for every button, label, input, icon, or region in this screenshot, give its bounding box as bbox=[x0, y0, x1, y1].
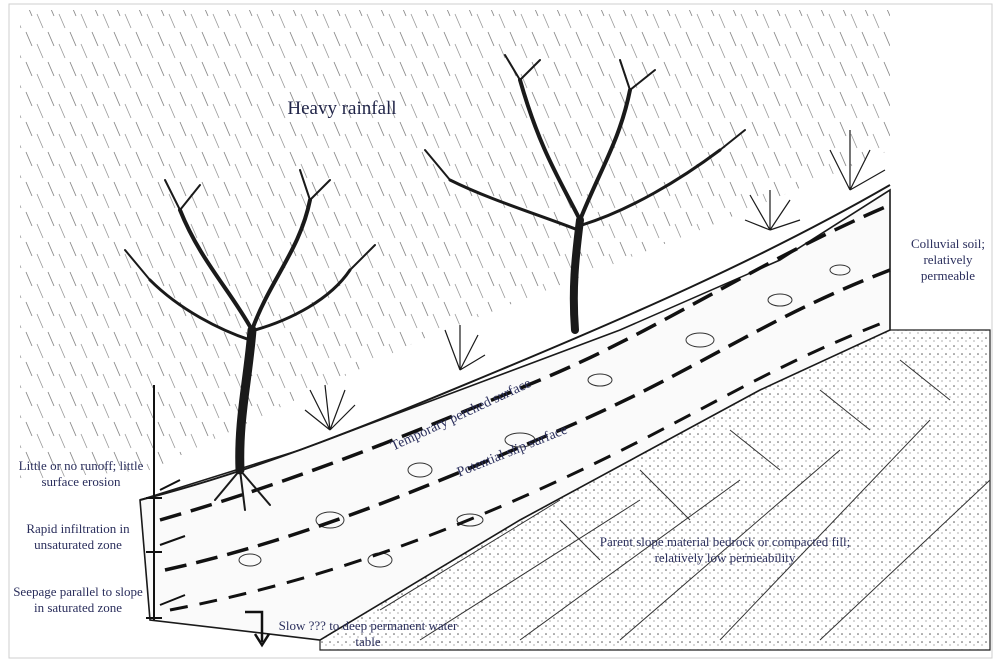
heavy-rainfall-label: Heavy rainfall bbox=[262, 98, 422, 120]
slow-percolation-label: Slow ??? to deep permanent water table bbox=[278, 618, 458, 650]
seepage-parallel-label: Seepage parallel to slope in saturated z… bbox=[8, 584, 148, 616]
rapid-infiltration-label: Rapid infiltration in unsaturated zone bbox=[8, 521, 148, 553]
parent-slope-material-label: Parent slope material bedrock or compact… bbox=[590, 534, 860, 566]
colluvial-soil-label: Colluvial soil; relatively permeable bbox=[898, 236, 998, 284]
little-runoff-label: Little or no runoff; little surface eros… bbox=[14, 458, 148, 490]
